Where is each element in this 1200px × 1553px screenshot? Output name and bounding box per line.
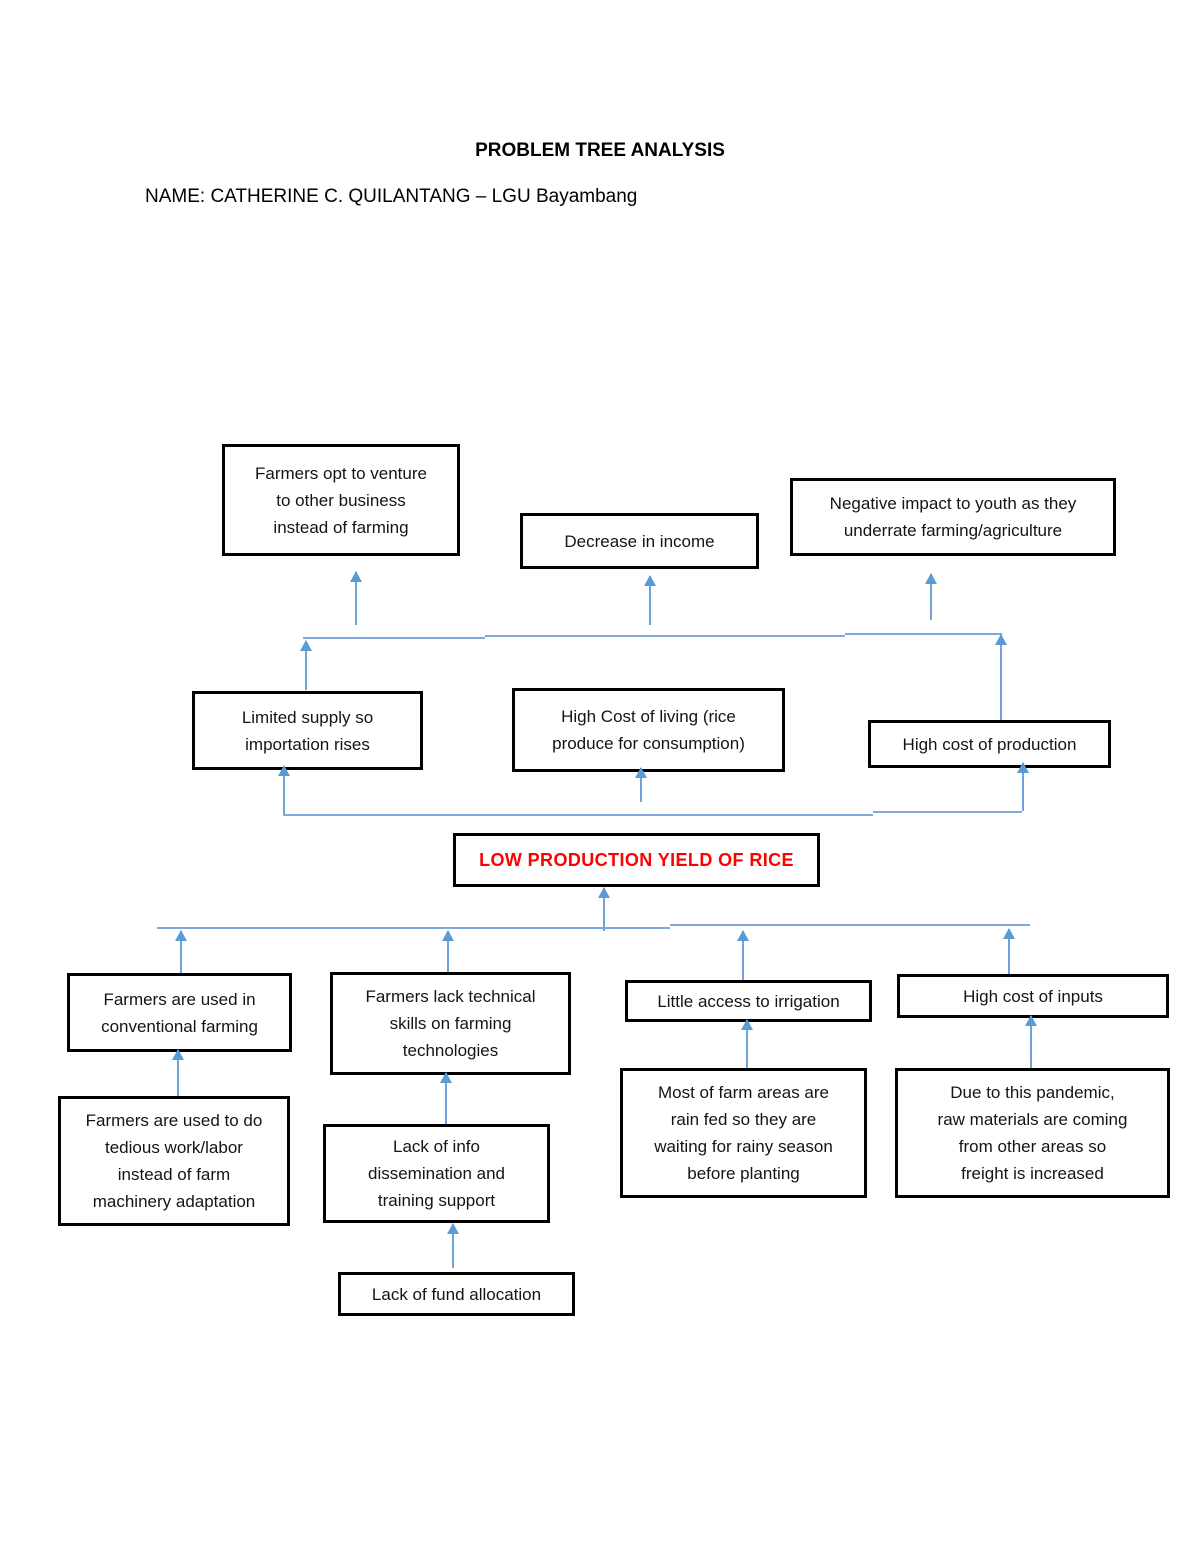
connector-line — [485, 635, 845, 637]
node-limited-supply-importation: Limited supply so importation rises — [192, 691, 423, 770]
node-little-access-irrigation: Little access to irrigation — [625, 980, 872, 1022]
node-decrease-in-income: Decrease in income — [520, 513, 759, 569]
author-name-line: NAME: CATHERINE C. QUILANTANG – LGU Baya… — [145, 186, 638, 207]
connector-line — [845, 633, 1002, 635]
node-core-problem-low-production-yield: LOW PRODUCTION YIELD OF RICE — [453, 833, 820, 887]
node-farmers-opt-to-venture: Farmers opt to venture to other business… — [222, 444, 460, 556]
arrow-up-icon — [300, 640, 312, 690]
arrow-up-icon — [442, 930, 454, 972]
arrow-up-icon — [598, 887, 610, 931]
arrow-up-icon — [644, 575, 656, 625]
connector-line — [283, 814, 873, 816]
node-pandemic-freight-increase: Due to this pandemic, raw materials are … — [895, 1068, 1170, 1198]
connector-line — [157, 927, 670, 929]
arrow-up-icon — [1025, 1015, 1037, 1068]
node-lack-info-dissemination: Lack of info dissemination and training … — [323, 1124, 550, 1223]
arrow-up-icon — [172, 1049, 184, 1096]
connector-line — [670, 924, 1030, 926]
arrow-up-icon — [635, 767, 647, 802]
node-high-cost-of-production: High cost of production — [868, 720, 1111, 768]
node-rain-fed-farm-areas: Most of farm areas are rain fed so they … — [620, 1068, 867, 1198]
arrow-up-icon — [447, 1223, 459, 1268]
arrow-up-icon — [175, 930, 187, 973]
arrow-up-icon — [737, 930, 749, 980]
connector-line — [303, 637, 485, 639]
page-title: PROBLEM TREE ANALYSIS — [475, 140, 725, 161]
arrow-up-icon — [995, 634, 1007, 720]
node-lack-technical-skills: Farmers lack technical skills on farming… — [330, 972, 571, 1075]
node-high-cost-of-inputs: High cost of inputs — [897, 974, 1169, 1018]
node-conventional-farming: Farmers are used in conventional farming — [67, 973, 292, 1052]
arrow-up-icon — [1017, 762, 1029, 811]
node-high-cost-of-living: High Cost of living (rice produce for co… — [512, 688, 785, 772]
connector-line — [873, 811, 1022, 813]
arrow-up-icon — [350, 571, 362, 625]
arrow-up-icon — [741, 1019, 753, 1068]
arrow-up-icon — [925, 573, 937, 620]
arrow-up-icon — [440, 1072, 452, 1124]
node-tedious-work-labor: Farmers are used to do tedious work/labo… — [58, 1096, 290, 1226]
arrow-up-icon — [1003, 928, 1015, 974]
arrow-up-icon — [278, 765, 290, 814]
node-lack-of-fund-allocation: Lack of fund allocation — [338, 1272, 575, 1316]
node-negative-impact-youth: Negative impact to youth as they underra… — [790, 478, 1116, 556]
